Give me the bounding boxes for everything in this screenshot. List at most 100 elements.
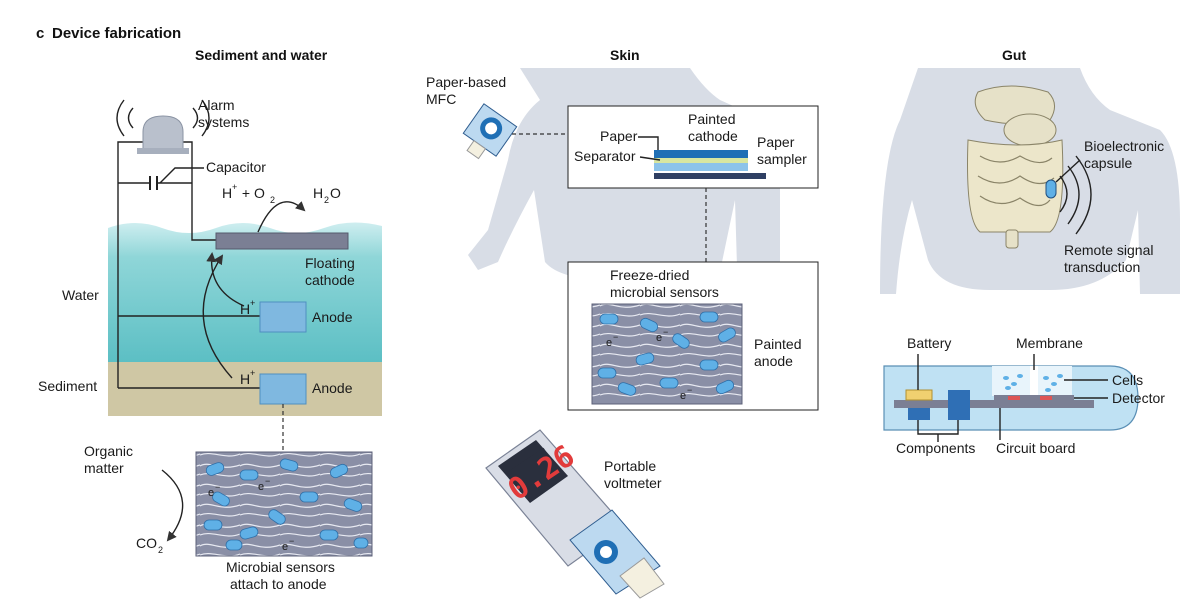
painted-cathode-label: Painted (688, 111, 735, 127)
electron-minus: − (215, 482, 220, 492)
electron-minus: − (687, 385, 692, 395)
section-title-skin: Skin (610, 47, 640, 63)
electron-minus: − (613, 332, 618, 342)
signal-wave-icon (1059, 175, 1068, 213)
h-plus-sign: + (250, 298, 255, 308)
reaction-h2o-o: O (330, 185, 341, 201)
detector-label: Detector (1112, 390, 1165, 406)
sediment-label: Sediment (38, 378, 97, 394)
h-plus-label: H (240, 301, 250, 317)
sediment-layer (108, 362, 382, 416)
separator-layer (654, 158, 748, 163)
painted-cathode-layer (654, 150, 748, 158)
voltmeter-label: Portable (604, 458, 656, 474)
freeze-dried-label: microbial sensors (610, 284, 719, 300)
panel-title: Device fabrication (52, 25, 181, 42)
gut-organs (967, 85, 1064, 249)
circuit-board-label: Circuit board (996, 440, 1075, 456)
voltmeter-label: voltmeter (604, 475, 662, 491)
organic-matter-label: Organic (84, 443, 133, 459)
reaction-o2-sub: 2 (270, 195, 275, 205)
proton-arrow-bottom (202, 254, 233, 379)
capsule-leader (1055, 159, 1081, 183)
alarm-label: Alarm (198, 97, 235, 113)
mfc-label: Paper-based (426, 74, 506, 90)
paper-layer (654, 163, 748, 171)
circuit-wire-right (178, 141, 216, 241)
component (948, 390, 970, 420)
panel-letter: c (36, 25, 44, 42)
microbial-sensors-label: attach to anode (230, 576, 327, 592)
electron-minus: − (265, 476, 270, 486)
anode-label: Anode (312, 309, 353, 325)
h-plus-sign: + (250, 368, 255, 378)
circuit-wire-left (117, 141, 148, 388)
bacteria-cluster (597, 311, 736, 396)
alarm-bell-icon (116, 99, 210, 154)
cells-label: Cells (1112, 372, 1143, 388)
electron-minus: − (663, 327, 668, 337)
co2-label: CO (136, 535, 157, 551)
reaction-h: H (222, 185, 232, 201)
section-title-sediment: Sediment and water (195, 47, 328, 63)
separator-leader (639, 156, 661, 161)
bioelectronic-capsule-icon (1045, 179, 1057, 199)
remote-signal-label: Remote signal (1064, 242, 1154, 258)
electron-label: e (282, 541, 288, 553)
electron-label: e (656, 332, 662, 344)
paper-label: Paper (600, 128, 638, 144)
bacteria-cluster (203, 458, 369, 551)
signal-wave-icon (1075, 155, 1092, 235)
microbial-sensors-label: Microbial sensors (226, 559, 335, 575)
detector-plate (994, 395, 1074, 400)
components-label: Components (896, 440, 975, 456)
paper-sampler-label: Paper (757, 134, 795, 150)
painted-cathode-label: cathode (688, 128, 738, 144)
electron-label: e (208, 487, 214, 499)
proton-arrow-top (206, 252, 245, 307)
electron-label: e (606, 337, 612, 349)
portable-voltmeter: 0.26 (485, 429, 665, 599)
capacitor-leader (159, 167, 204, 184)
freeze-dried-label: Freeze-dried (610, 267, 689, 283)
h-plus-label: H (240, 371, 250, 387)
reaction-h2o: H (313, 185, 323, 201)
battery-label: Battery (907, 335, 951, 351)
membrane-label: Membrane (1016, 335, 1083, 351)
organic-arrow (161, 469, 184, 542)
electron-minus: − (289, 536, 294, 546)
mfc-label: MFC (426, 91, 456, 107)
remote-signal-label: transduction (1064, 259, 1140, 275)
skin-diagram: Paper-based MFC Paper Separator Painted … (426, 68, 819, 599)
paper-sampler-label: sampler (757, 151, 807, 167)
gut-diagram: Bioelectronic capsule Remote signal tran… (880, 68, 1180, 456)
paper-sampler-layer (654, 173, 766, 179)
water-body (108, 222, 382, 362)
floating-cathode (215, 232, 349, 250)
circuit-board (894, 400, 1094, 408)
anode-top (259, 301, 307, 333)
signal-wave-icon (1067, 165, 1080, 225)
bioelectronic-capsule-label: capsule (1084, 155, 1132, 171)
co2-sub: 2 (158, 545, 163, 555)
detector-element (1008, 396, 1020, 400)
detector-element (1040, 396, 1052, 400)
reaction-h-plus: + (232, 182, 237, 192)
painted-anode-label: Painted (754, 336, 801, 352)
panel-header: c Device fabrication (36, 25, 181, 42)
alarm-label: systems (198, 114, 249, 130)
capacitor-label: Capacitor (206, 159, 266, 175)
membrane-divider (1030, 366, 1038, 396)
section-title-gut: Gut (1002, 47, 1026, 63)
electron-label: e (258, 481, 264, 493)
component (908, 408, 930, 420)
paper-leader (638, 136, 659, 150)
painted-anode-label: anode (754, 353, 793, 369)
electron-label: e (680, 390, 686, 402)
cells-cluster (1003, 374, 1063, 392)
anode-label: Anode (312, 380, 353, 396)
anode-bottom (259, 373, 307, 405)
water-label: Water (62, 287, 99, 303)
